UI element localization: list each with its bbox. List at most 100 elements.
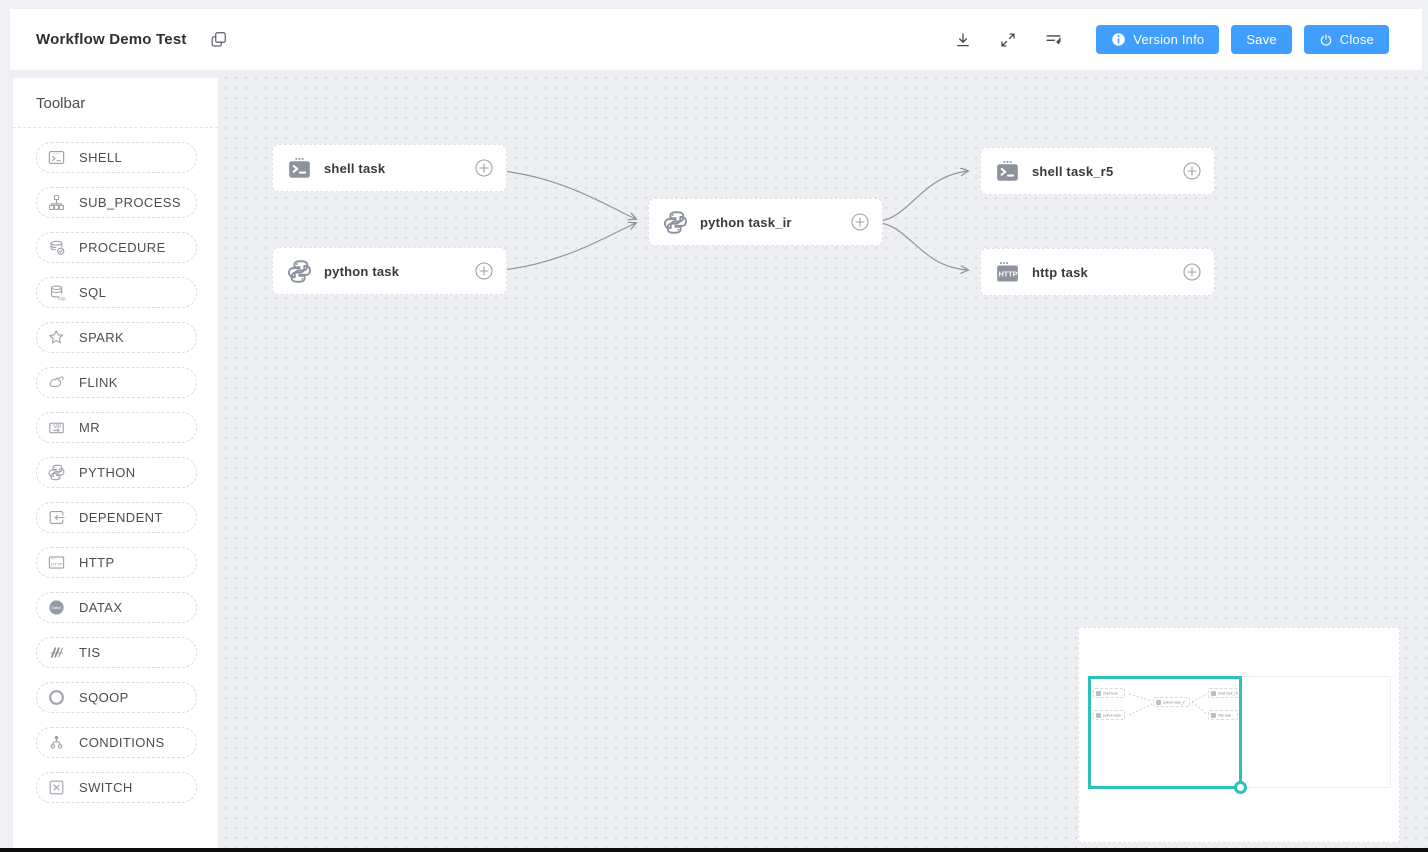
svg-text:HTTP: HTTP: [999, 269, 1018, 278]
connector-plus-icon[interactable]: [475, 159, 493, 177]
edge-python-to-ir: [493, 223, 636, 272]
procedure-icon: [47, 238, 66, 257]
datax-icon: DataX: [47, 598, 66, 617]
toolbar-item-shell[interactable]: SHELL: [36, 142, 197, 173]
download-icon[interactable]: [954, 31, 972, 49]
svg-text:DataX: DataX: [51, 606, 62, 610]
mini-node-label: shell task_r5: [1218, 691, 1238, 695]
task-node-python-task-ir[interactable]: python task_ir: [648, 198, 883, 246]
connector-plus-icon[interactable]: [851, 213, 869, 231]
close-button[interactable]: Close: [1303, 25, 1389, 54]
toolbar-item-mr[interactable]: MR MR: [36, 412, 197, 443]
toolbar-item-dependent[interactable]: DEPENDENT: [36, 502, 197, 533]
mini-python-icon: [1096, 712, 1101, 718]
sqoop-icon: [47, 688, 66, 707]
minimap-viewport[interactable]: [1088, 676, 1247, 794]
http-icon: HTTP: [994, 259, 1021, 286]
toolbar-item-procedure[interactable]: PROCEDURE: [36, 232, 197, 263]
dependent-icon: [47, 508, 66, 527]
mini-node-label: shell task: [1103, 691, 1118, 695]
sub-process-icon: [47, 193, 66, 212]
python-icon: [286, 258, 313, 285]
toolbar-item-label: DEPENDENT: [79, 510, 163, 525]
minimap[interactable]: shell task python task python task_ir sh…: [1078, 627, 1400, 843]
edge-shell-to-ir: [493, 169, 636, 219]
save-button[interactable]: Save: [1231, 25, 1292, 54]
version-info-button[interactable]: Version Info: [1096, 25, 1220, 54]
edge-ir-to-http: [871, 221, 968, 270]
window-bottom-edge: [0, 848, 1428, 852]
toolbar-item-python[interactable]: PYTHON: [36, 457, 197, 488]
toolbar-item-label: SPARK: [79, 330, 125, 345]
python-icon: [47, 463, 66, 482]
toolbar-item-label: TIS: [79, 645, 101, 660]
mini-shell-icon: [1096, 690, 1101, 696]
sql-icon: SQL: [47, 283, 66, 302]
task-node-http-task[interactable]: HTTP http task: [980, 248, 1215, 296]
task-node-shell-task-r5[interactable]: shell task_r5: [980, 147, 1215, 195]
svg-text:SQL: SQL: [57, 296, 66, 302]
http-icon: HTTP: [47, 553, 66, 572]
minimap-node: http task: [1208, 710, 1238, 720]
task-node-python-task[interactable]: python task: [272, 247, 507, 295]
task-node-label: shell task_r5: [1032, 163, 1114, 179]
mini-node-label: python task: [1103, 713, 1121, 717]
shell-icon: [994, 158, 1021, 185]
mr-icon: MR: [47, 418, 66, 437]
flink-icon: [47, 373, 66, 392]
minimap-node: shell task: [1093, 688, 1125, 698]
tis-icon: [47, 643, 66, 662]
task-node-label: shell task: [324, 160, 386, 176]
task-node-shell-task[interactable]: shell task: [272, 144, 507, 192]
minimap-node: python task: [1093, 710, 1125, 720]
toolbar-item-http[interactable]: HTTP HTTP: [36, 547, 197, 578]
toolbar-item-sub-process[interactable]: SUB_PROCESS: [36, 187, 197, 218]
toolbar-item-conditions[interactable]: CONDITIONS: [36, 727, 197, 758]
spark-icon: [47, 328, 66, 347]
toolbar-item-label: HTTP: [79, 555, 115, 570]
toolbar-item-label: SWITCH: [79, 780, 133, 795]
toolbar-item-datax[interactable]: DataX DATAX: [36, 592, 197, 623]
toolbar-item-switch[interactable]: SWITCH: [36, 772, 197, 803]
task-node-label: python task: [324, 263, 400, 279]
toolbar-item-label: CONDITIONS: [79, 735, 165, 750]
toolbar-panel: Toolbar SHELL SUB_PROCESS: [13, 78, 218, 848]
mini-python-icon: [1156, 699, 1161, 705]
format-dag-icon[interactable]: [1044, 30, 1063, 49]
toolbar-item-label: PROCEDURE: [79, 240, 166, 255]
toolbar-item-flink[interactable]: FLINK: [36, 367, 197, 398]
toolbar-item-label: MR: [79, 420, 101, 435]
shell-icon: [47, 148, 66, 167]
save-label: Save: [1246, 32, 1277, 47]
task-node-label: python task_ir: [700, 214, 792, 230]
toolbar-item-spark[interactable]: SPARK: [36, 322, 197, 353]
toolbar-item-label: SHELL: [79, 150, 123, 165]
toolbar-item-sqoop[interactable]: SQOOP: [36, 682, 197, 713]
svg-text:HTTP: HTTP: [51, 562, 63, 567]
toolbar-item-label: DATAX: [79, 600, 123, 615]
toolbar-item-sql[interactable]: SQL SQL: [36, 277, 197, 308]
connector-plus-icon[interactable]: [1183, 263, 1201, 281]
mini-shell-icon: [1211, 690, 1216, 696]
task-node-label: http task: [1032, 264, 1088, 280]
connector-plus-icon[interactable]: [1183, 162, 1201, 180]
minimap-node: python task_ir: [1153, 697, 1190, 707]
connector-plus-icon[interactable]: [475, 262, 493, 280]
edge-ir-to-r5: [871, 171, 968, 223]
conditions-icon: [47, 733, 66, 752]
version-info-label: Version Info: [1133, 32, 1205, 47]
toolbar-item-label: FLINK: [79, 375, 118, 390]
power-icon: [1320, 33, 1331, 46]
info-circle-icon: [1112, 33, 1125, 46]
switch-icon: [47, 778, 66, 797]
mini-node-label: python task_ir: [1163, 700, 1185, 704]
copy-icon[interactable]: [209, 30, 228, 49]
toolbar-item-tis[interactable]: TIS: [36, 637, 197, 668]
minimap-resize-handle[interactable]: [1234, 781, 1247, 794]
svg-text:MR: MR: [53, 424, 61, 430]
toolbar-item-label: SQL: [79, 285, 107, 300]
mini-node-label: http task: [1218, 713, 1232, 717]
close-label: Close: [1339, 32, 1374, 47]
toolbar-item-label: SQOOP: [79, 690, 129, 705]
fullscreen-icon[interactable]: [999, 31, 1017, 49]
